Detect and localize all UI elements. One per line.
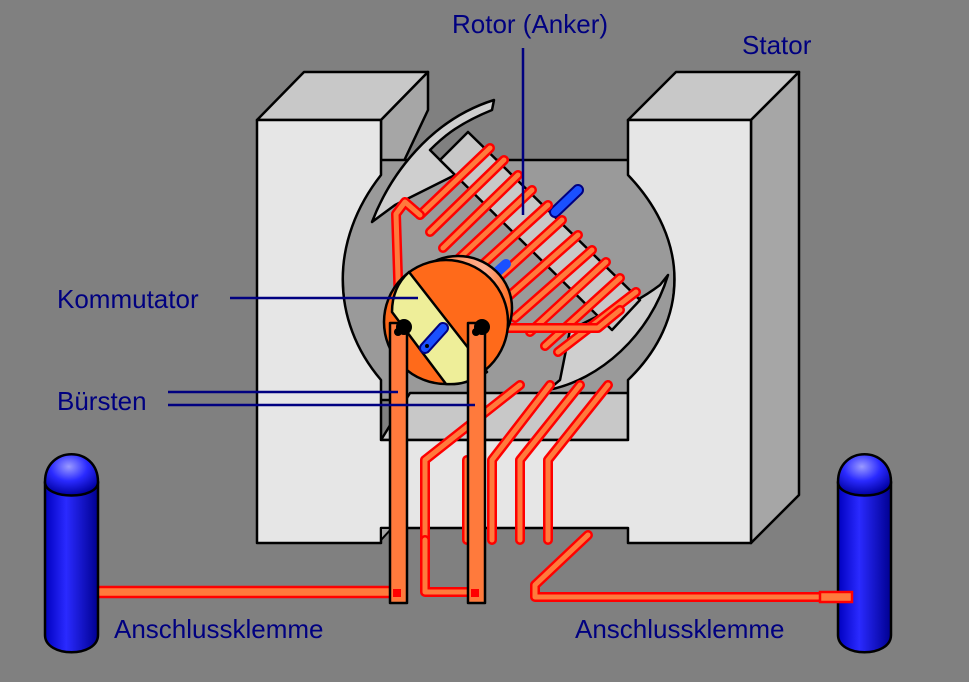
- label-brushes: Bürsten: [57, 386, 147, 416]
- brush-left-contact: [393, 589, 401, 597]
- left-terminal-wire: [84, 585, 400, 599]
- label-terminal-right: Anschlussklemme: [575, 614, 785, 644]
- label-commutator: Kommutator: [57, 284, 199, 314]
- right-terminal-wire-end: [818, 590, 854, 604]
- label-rotor: Rotor (Anker): [452, 9, 608, 39]
- leader-lines: [168, 48, 525, 407]
- label-terminal-left: Anschlussklemme: [114, 614, 324, 644]
- rotor-pole-shoe-upper: [370, 98, 496, 224]
- stator-front: [255, 118, 753, 545]
- brush-right: [466, 321, 487, 605]
- brush-left-pin: [394, 328, 402, 336]
- rotor: [370, 98, 670, 392]
- brush-left: [388, 321, 409, 605]
- terminal-right: [836, 453, 893, 654]
- armature-windings: [391, 143, 641, 357]
- brush-right-contact: [471, 589, 479, 597]
- label-stator: Stator: [742, 30, 812, 60]
- brush-right-pin: [472, 328, 480, 336]
- rotor-shaft-end-fill: [551, 186, 582, 216]
- stator-right-side: [749, 70, 801, 545]
- commutator-shaft-hole: [425, 344, 429, 348]
- terminal-left: [43, 453, 100, 654]
